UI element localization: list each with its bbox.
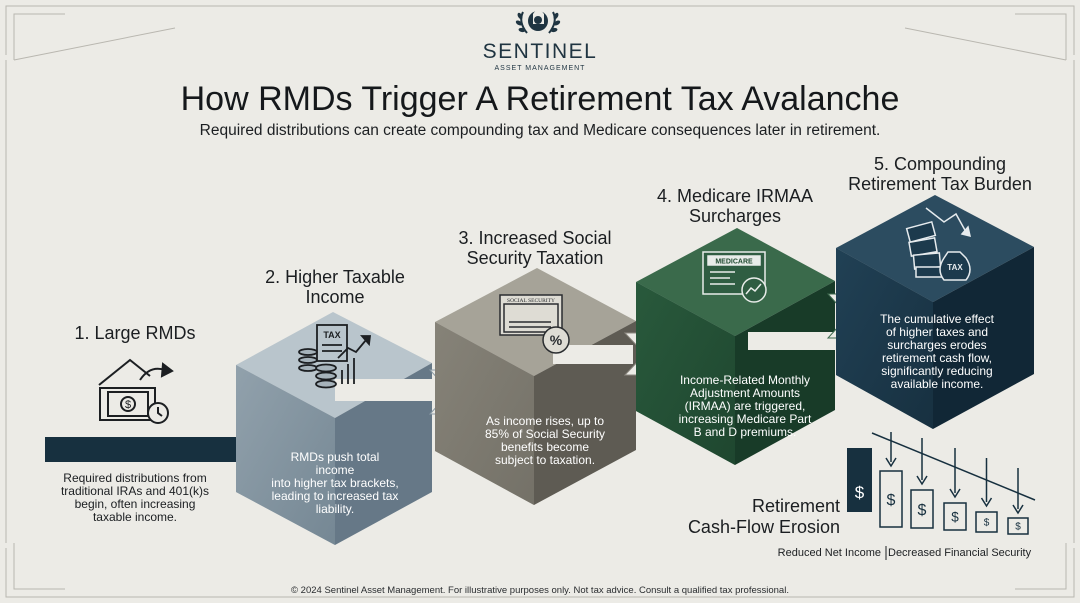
erosion-chart: $ $ $ $ $ xyxy=(847,432,1036,535)
step-3-block xyxy=(435,268,636,505)
erosion-bar-1 xyxy=(879,470,903,528)
erosion-dollar-2: $ xyxy=(918,502,927,519)
legend-decreased-financial-security: Decreased Financial Security xyxy=(888,547,1032,559)
laurel-logo-icon xyxy=(515,10,561,34)
entry-flow-bar xyxy=(45,437,240,462)
tax-doc-label: TAX xyxy=(323,330,340,340)
brand-name: SENTINEL xyxy=(482,40,598,63)
erosion-bar-5 xyxy=(1007,517,1029,535)
tax-chart-icon xyxy=(298,324,372,389)
medicare-card-icon xyxy=(702,251,767,303)
erosion-arrowhead-2 xyxy=(916,475,928,486)
medicare-card-label: MEDICARE xyxy=(715,259,753,266)
erosion-bar-3 xyxy=(943,502,967,531)
erosion-dollar-3: $ xyxy=(951,509,959,524)
erosion-arrowhead-5 xyxy=(1012,504,1024,515)
erosion-dollar-1: $ xyxy=(887,492,896,509)
step-2-block xyxy=(236,312,432,545)
footer-disclaimer: © 2024 Sentinel Asset Management. For il… xyxy=(291,585,789,596)
erosion-arrowhead-1 xyxy=(885,457,897,468)
erosion-dollar-4: $ xyxy=(984,518,990,529)
erosion-dollar-5: $ xyxy=(1015,522,1021,533)
brand-subtitle: ASSET MANAGEMENT xyxy=(494,65,586,72)
social-security-card-label: SOCIAL SECURITY xyxy=(507,298,555,304)
page-title: How RMDs Trigger A Retirement Tax Avalan… xyxy=(180,80,900,118)
erosion-main-dollar: $ xyxy=(855,483,865,502)
step-1-title: 1. Large RMDs xyxy=(74,323,196,343)
tax-bag-label: TAX xyxy=(947,263,963,272)
social-security-card-icon xyxy=(499,294,570,354)
tax-money-stack-icon xyxy=(905,207,971,281)
erosion-arrowhead-4 xyxy=(980,497,993,508)
percent-icon: % xyxy=(550,332,563,348)
page-subtitle: Required distributions can create compou… xyxy=(199,122,881,139)
erosion-bar-4 xyxy=(975,511,998,533)
frame-decoration xyxy=(5,5,1075,598)
house-money-icon xyxy=(98,358,174,424)
legend-reduced-net-income: Reduced Net Income xyxy=(777,547,881,559)
erosion-bar-2 xyxy=(910,489,934,529)
house-dollar-glyph: $ xyxy=(125,399,131,411)
erosion-arrowhead-3 xyxy=(949,488,961,499)
erosion-main-bar xyxy=(847,448,872,512)
